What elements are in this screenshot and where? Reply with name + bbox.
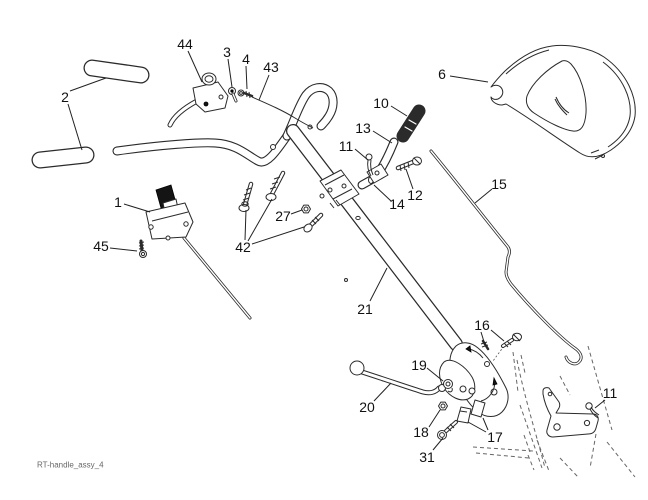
part-console-cover: [490, 44, 636, 160]
callout-label-18: 18: [413, 424, 429, 440]
part-clip-bolt: [237, 89, 254, 99]
part-handlebar-clamp: [319, 169, 360, 209]
callout-label-44: 44: [177, 36, 193, 52]
callout-label-16: 16: [474, 317, 490, 333]
callout-label-2: 2: [61, 89, 69, 105]
callout-label-43: 43: [263, 59, 279, 75]
part-depth-lever-rod: [349, 360, 453, 396]
part-handlebar: [112, 83, 338, 167]
part-lever-bolt-12: [395, 156, 422, 172]
callout-label-12: 12: [407, 187, 423, 203]
part-cotter-pin-upper: [365, 153, 374, 177]
part-clamp-nut-27: [301, 204, 311, 214]
callout-label-20: 20: [359, 399, 375, 415]
callout-label-42: 42: [235, 239, 251, 255]
part-switch-bracket: [145, 184, 252, 320]
callout-label-21: 21: [357, 301, 373, 317]
callout-label-19: 19: [411, 357, 427, 373]
callout-labels: 2 44 3 4 43 6 10 13 11 12 14 15 1 45 27 …: [61, 36, 617, 465]
callout-label-4: 4: [242, 51, 250, 67]
callout-label-27: 27: [275, 208, 291, 224]
part-cable-clip: [228, 87, 238, 103]
callout-label-1: 1: [114, 194, 122, 210]
part-hitch-bracket: [542, 387, 599, 438]
callout-label-11a: 11: [339, 138, 354, 154]
part-lower-handle-tube: [286, 124, 463, 351]
callout-label-15: 15: [491, 176, 507, 192]
part-linkage-rod: [429, 149, 583, 366]
part-shift-lever-13: [366, 137, 399, 184]
callout-label-31: 31: [419, 449, 435, 465]
callout-label-13: 13: [355, 120, 371, 136]
part-depth-bracket-plate: [439, 342, 509, 417]
callout-label-14: 14: [389, 196, 405, 212]
part-hex-bolt-31: [437, 420, 458, 440]
callout-label-3: 3: [223, 44, 231, 60]
callout-label-6: 6: [438, 66, 446, 82]
callout-label-10: 10: [373, 95, 389, 111]
part-clutch-lever-assembly: [167, 72, 229, 128]
part-bracket-bolt-45: [138, 239, 147, 258]
leader-lines: [67, 50, 606, 451]
drawing-footer-label: RT-handle_assy_4: [37, 461, 104, 470]
part-wedge-keys: [456, 399, 486, 424]
part-lever-grip-10: [396, 104, 426, 143]
part-handlebar-grips: [31, 59, 150, 169]
callout-label-11b: 11: [603, 385, 618, 401]
part-clutch-cable: [251, 96, 314, 129]
part-carriage-bolts: [238, 170, 324, 233]
part-flange-nut-18: [438, 401, 448, 411]
callout-label-45: 45: [93, 238, 109, 254]
callout-label-17: 17: [487, 429, 503, 445]
part-cotter-pin-lower: [585, 402, 600, 419]
part-washer-19: [443, 379, 453, 389]
frame-hidden-lines: [472, 345, 636, 478]
part-plate-bolt-16: [480, 332, 522, 351]
